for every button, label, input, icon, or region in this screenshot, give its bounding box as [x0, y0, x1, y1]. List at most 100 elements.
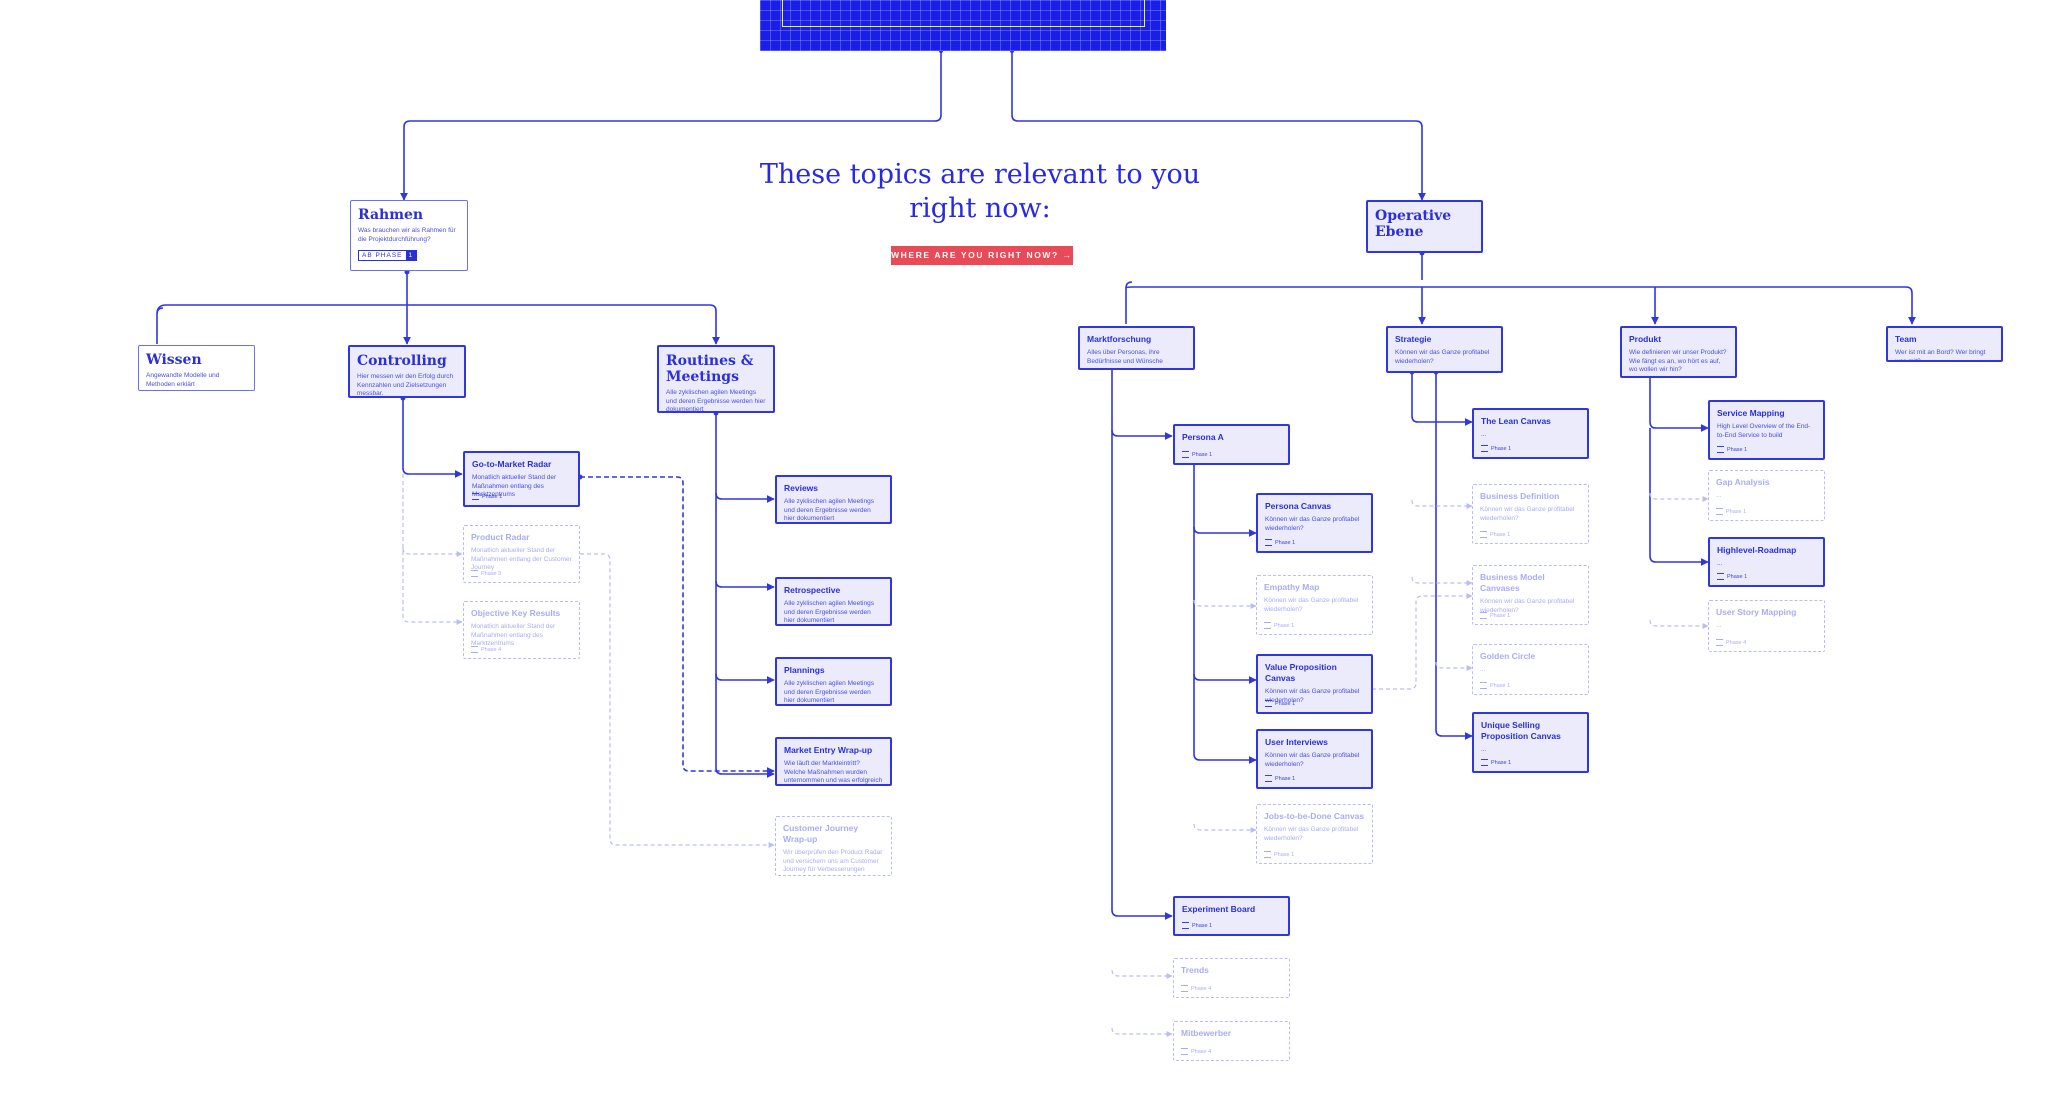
node-rahmen[interactable]: Rahmen Was brauchen wir als Rahmen für d… — [350, 200, 468, 271]
node-wissen[interactable]: Wissen Angewandte Modelle und Methoden e… — [138, 345, 255, 391]
node-business-definition[interactable]: Business Definition Können wir das Ganze… — [1472, 484, 1589, 544]
node-desc: Monatlich aktueller Stand der Maßnahmen … — [471, 623, 556, 647]
node-highlevel-roadmap[interactable]: Highlevel-Roadmap ... Phase 1 — [1708, 537, 1825, 587]
node-business-model-canvases[interactable]: Business Model Canvases Können wir das G… — [1472, 565, 1589, 625]
node-market-entry-wrap-up[interactable]: Market Entry Wrap-up Wie läuft der Markt… — [775, 737, 892, 786]
phase-icon — [1716, 639, 1723, 646]
node-product-radar[interactable]: Product Radar Monatlich aktueller Stand … — [463, 525, 580, 583]
phase-text: Phase 1 — [1275, 539, 1296, 546]
node-strategie[interactable]: Strategie Können wir das Ganze profitabe… — [1386, 326, 1503, 373]
phase-icon — [472, 493, 479, 500]
node-service-mapping[interactable]: Service Mapping High Level Overview of t… — [1708, 400, 1825, 460]
phase-label: Phase 4 — [1716, 639, 1746, 646]
node-user-story-mapping[interactable]: User Story Mapping ... Phase 4 — [1708, 600, 1825, 652]
node-persona-a[interactable]: Persona A Phase 1 — [1173, 424, 1290, 465]
phase-badge-number: 1 — [405, 251, 417, 260]
phase-label: Phase 1 — [1182, 451, 1212, 458]
node-value-proposition-canvas[interactable]: Value Proposition Canvas Können wir das … — [1256, 654, 1373, 714]
node-retrospective[interactable]: Retrospective Alle zyklischen agilen Mee… — [775, 577, 892, 626]
node-desc: Können wir das Ganze profitabel wiederho… — [1480, 506, 1575, 522]
phase-text: Phase 1 — [482, 493, 503, 500]
node-title: User Interviews — [1265, 737, 1328, 747]
phase-text: Phase 3 — [481, 570, 502, 577]
node-customer-journey-wrap-up[interactable]: Customer Journey Wrap-up Wir überprüfen … — [775, 816, 892, 876]
where-are-you-button[interactable]: WHERE ARE YOU RIGHT NOW? → — [891, 246, 1073, 265]
node-operative-ebene[interactable]: Operative Ebene — [1366, 200, 1483, 253]
node-produkt[interactable]: Produkt Wie definieren wir unser Produkt… — [1620, 326, 1737, 378]
phase-label: Phase 1 — [1480, 531, 1510, 538]
phase-label: Phase 1 — [1264, 851, 1294, 858]
phase-label: Phase 1 — [1480, 612, 1510, 619]
node-jobs-to-be-done-canvas[interactable]: Jobs-to-be-Done Canvas Können wir das Ga… — [1256, 804, 1373, 864]
node-desc: High Level Overview of the End-to-End Se… — [1717, 423, 1811, 439]
phase-text: Phase 4 — [1191, 1048, 1212, 1055]
phase-icon — [1182, 451, 1189, 458]
node-unique-selling-proposition-canvas[interactable]: Unique Selling Proposition Canvas ... Ph… — [1472, 712, 1589, 773]
phase-text: Phase 1 — [1490, 612, 1511, 619]
node-title: Controlling — [357, 353, 447, 369]
node-marktforschung[interactable]: Marktforschung Alles über Personas, ihre… — [1078, 326, 1195, 370]
node-title: Wissen — [146, 352, 202, 368]
phase-label: Phase 4 — [1181, 1048, 1211, 1055]
node-desc: Können wir das Ganze profitabel wiederho… — [1265, 688, 1360, 704]
phase-icon — [1265, 700, 1272, 707]
node-go-to-market-radar[interactable]: Go-to-Market Radar Monatlich aktueller S… — [463, 451, 580, 507]
phase-label: Phase 1 — [1717, 573, 1747, 580]
node-title: Team — [1895, 334, 1917, 344]
phase-text: Phase 1 — [1192, 922, 1213, 929]
node-gap-analysis[interactable]: Gap Analysis ... Phase 1 — [1708, 470, 1825, 521]
node-desc: ... — [1480, 666, 1486, 673]
phase-label: Phase 1 — [1481, 759, 1511, 766]
phase-icon — [1480, 682, 1487, 689]
node-mitbewerber[interactable]: Mitbewerber Phase 4 — [1173, 1021, 1290, 1061]
node-desc: Monatlich aktueller Stand der Maßnahmen … — [472, 474, 557, 498]
phase-text: Phase 1 — [1275, 775, 1296, 782]
node-the-lean-canvas[interactable]: The Lean Canvas ... Phase 1 — [1472, 408, 1589, 459]
phase-text: Phase 1 — [1192, 451, 1213, 458]
phase-icon — [471, 646, 478, 653]
node-title: Service Mapping — [1717, 408, 1785, 418]
node-desc: Können wir das Ganze profitabel wiederho… — [1264, 597, 1359, 613]
phase-text: Phase 1 — [1726, 508, 1747, 515]
node-desc: ... — [1716, 492, 1722, 499]
node-title: Retrospective — [784, 585, 841, 595]
node-team[interactable]: Team Wer ist mit an Bord? Wer bringt was… — [1886, 326, 2003, 362]
node-objective-key-results[interactable]: Objective Key Results Monatlich aktuelle… — [463, 601, 580, 659]
node-controlling[interactable]: Controlling Hier messen wir den Erfolg d… — [348, 345, 466, 398]
node-title: Routines & Meetings — [666, 353, 754, 385]
phase-text: Phase 4 — [1726, 639, 1747, 646]
node-desc: Können wir das Ganze profitabel wiederho… — [1395, 349, 1490, 365]
node-title: Mitbewerber — [1181, 1028, 1232, 1038]
node-title: User Story Mapping — [1716, 607, 1797, 617]
node-title: The Lean Canvas — [1481, 416, 1551, 426]
phase-icon — [1481, 445, 1488, 452]
node-golden-circle[interactable]: Golden Circle ... Phase 1 — [1472, 644, 1589, 695]
node-trends[interactable]: Trends Phase 4 — [1173, 958, 1290, 998]
node-desc: Wie definieren wir unser Produkt? Wie fä… — [1629, 349, 1727, 373]
node-title: Operative Ebene — [1375, 208, 1452, 240]
node-desc: Alle zyklischen agilen Meetings und dere… — [784, 498, 874, 522]
phase-text: Phase 1 — [1274, 622, 1295, 629]
phase-icon — [1181, 1048, 1188, 1055]
phase-text: Phase 1 — [1727, 573, 1748, 580]
phase-icon — [1481, 759, 1488, 766]
phase-icon — [1182, 922, 1189, 929]
node-plannings[interactable]: Plannings Alle zyklischen agilen Meeting… — [775, 657, 892, 706]
node-reviews[interactable]: Reviews Alle zyklischen agilen Meetings … — [775, 475, 892, 524]
node-desc: Können wir das Ganze profitabel wiederho… — [1265, 516, 1360, 532]
phase-label: Phase 3 — [471, 570, 501, 577]
node-desc: Alle zyklischen agilen Meetings und dere… — [784, 600, 874, 624]
phase-icon — [1717, 446, 1724, 453]
node-user-interviews[interactable]: User Interviews Können wir das Ganze pro… — [1256, 729, 1373, 789]
phase-label: Phase 1 — [1182, 922, 1212, 929]
phase-label: Phase 1 — [1717, 446, 1747, 453]
node-routines-meetings[interactable]: Routines & Meetings Alle zyklischen agil… — [657, 345, 775, 413]
node-desc: Alle zyklischen agilen Meetings und dere… — [666, 389, 766, 413]
node-persona-canvas[interactable]: Persona Canvas Können wir das Ganze prof… — [1256, 493, 1373, 553]
node-title: Plannings — [784, 665, 825, 675]
node-desc: Alle zyklischen agilen Meetings und dere… — [784, 680, 874, 704]
node-title: Customer Journey Wrap-up — [783, 823, 859, 844]
node-empathy-map[interactable]: Empathy Map Können wir das Ganze profita… — [1256, 575, 1373, 635]
node-experiment-board[interactable]: Experiment Board Phase 1 — [1173, 896, 1290, 936]
phase-text: Phase 1 — [1275, 700, 1296, 707]
